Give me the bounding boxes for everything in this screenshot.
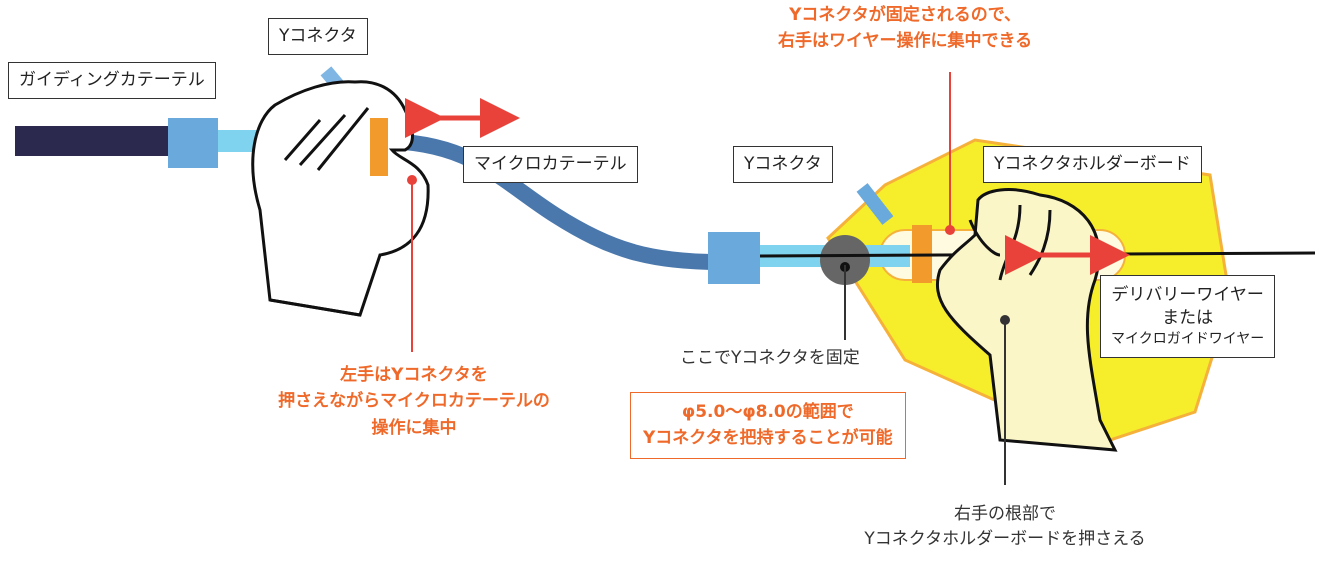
label-wire-line2: または [1162,307,1214,328]
label-y-connector-right: Yコネクタ [733,146,833,183]
note-top-right-line2: 右手はワイヤー操作に集中できる [778,31,1033,52]
label-wire-line3: マイクロガイドワイヤー [1111,330,1265,347]
note-top-right-line1: Yコネクタが固定されるので、 [789,5,1022,25]
left-grip [370,118,388,176]
fixing-knob [820,235,870,285]
label-guiding-catheter: ガイディングカテーテル [8,62,216,99]
note-range-line1: φ5.0〜φ8.0の範囲で [681,402,854,422]
note-range-line2: Yコネクタを把持することが可能 [643,428,893,449]
note-left-hand-line1: 左手はYコネクタを [340,365,488,385]
right-connector-body [708,232,760,284]
note-left-hand: 左手はYコネクタを 押さえながらマイクロカテーテルの 操作に集中 [240,362,588,441]
right-connector-side [856,183,894,225]
note-left-hand-line2: 押さえながらマイクロカテーテルの [278,391,550,412]
note-right-hand-line2: Yコネクタホルダーボードを押さえる [864,528,1146,549]
note-right-hand: 右手の根部で Yコネクタホルダーボードを押さえる [850,502,1160,551]
note-top-right: Yコネクタが固定されるので、 右手はワイヤー操作に集中できる [778,2,1032,55]
note-range: φ5.0〜φ8.0の範囲で Yコネクタを把持することが可能 [630,392,906,459]
note-left-hand-line3: 操作に集中 [371,417,457,438]
label-wire-line1: デリバリーワイヤー [1111,285,1264,305]
note-fix-point: ここでYコネクタを固定 [680,348,860,368]
left-hand [251,80,430,317]
label-y-connector-left: Yコネクタ [268,18,368,55]
guiding-catheter [15,126,175,156]
label-holder-board: Yコネクタホルダーボード [983,146,1202,183]
note-right-hand-line1: 右手の根部で [954,504,1056,524]
left-connector-body [168,118,218,168]
label-micro-catheter: マイクロカテーテル [463,146,638,183]
micro-catheter [370,132,728,270]
label-wire: デリバリーワイヤー または マイクロガイドワイヤー [1100,275,1276,358]
